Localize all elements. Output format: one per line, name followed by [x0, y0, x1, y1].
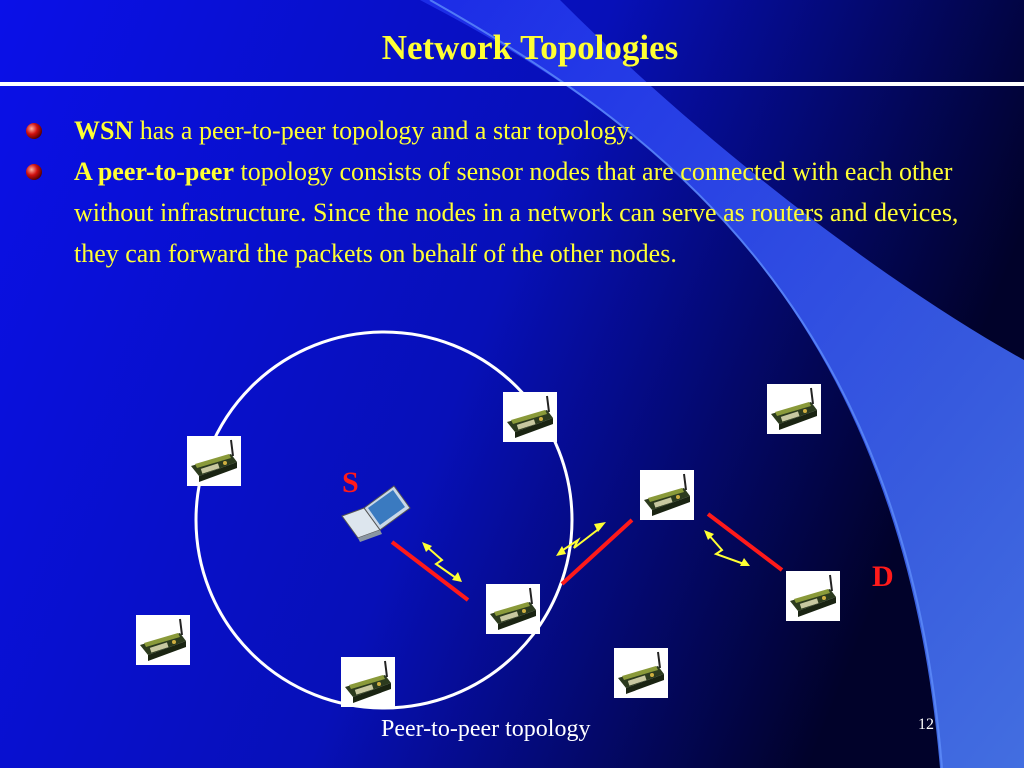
- sensor-node-icon: [485, 583, 541, 635]
- link-line: [560, 518, 634, 586]
- sensor-node-icon: [785, 570, 841, 622]
- background-swoosh: [420, 0, 1024, 768]
- laptop-icon: [341, 485, 411, 542]
- bullet-text: topology consists of sensor nodes that a…: [74, 157, 959, 268]
- sensor-node-icon: [186, 435, 242, 487]
- signal-bolt-icon: [556, 522, 606, 556]
- bullet-bold-text: WSN: [74, 116, 134, 145]
- sensor-node-icon: [639, 469, 695, 521]
- source-label: S: [342, 466, 359, 499]
- signal-bolt-icon: [704, 530, 750, 566]
- bullet-item: A peer-to-peer topology consists of sens…: [26, 151, 1004, 274]
- sensor-node: [639, 469, 695, 521]
- bullet-icon: [26, 164, 42, 180]
- sensor-node: [485, 583, 541, 635]
- sensor-node: [613, 647, 669, 699]
- sensor-node-icon: [613, 647, 669, 699]
- sensor-node: [502, 391, 558, 443]
- sensor-node: [766, 383, 822, 435]
- sensor-node-icon: [766, 383, 822, 435]
- sensor-node: [340, 656, 396, 708]
- sensor-node: [135, 614, 191, 666]
- signal-bolt-icon: [422, 542, 462, 582]
- slide-title: Network Topologies: [381, 28, 679, 67]
- link-line: [706, 512, 784, 572]
- sensor-node-icon: [135, 614, 191, 666]
- bullet-item: WSN has a peer-to-peer topology and a st…: [26, 110, 1004, 151]
- bullet-bold-text: A peer-to-peer: [74, 157, 235, 186]
- link-line: [390, 540, 470, 602]
- network-range-circle: [194, 330, 574, 710]
- sensor-node-icon: [340, 656, 396, 708]
- sensor-node-icon: [502, 391, 558, 443]
- sensor-node: [186, 435, 242, 487]
- bullet-icon: [26, 123, 42, 139]
- destination-label: D: [872, 560, 894, 593]
- page-number: 12: [918, 716, 934, 733]
- diagram-caption: Peer-to-peer topology: [381, 716, 591, 742]
- title-divider: [0, 82, 1024, 86]
- bullet-text: has a peer-to-peer topology and a star t…: [133, 116, 635, 145]
- sensor-node: [785, 570, 841, 622]
